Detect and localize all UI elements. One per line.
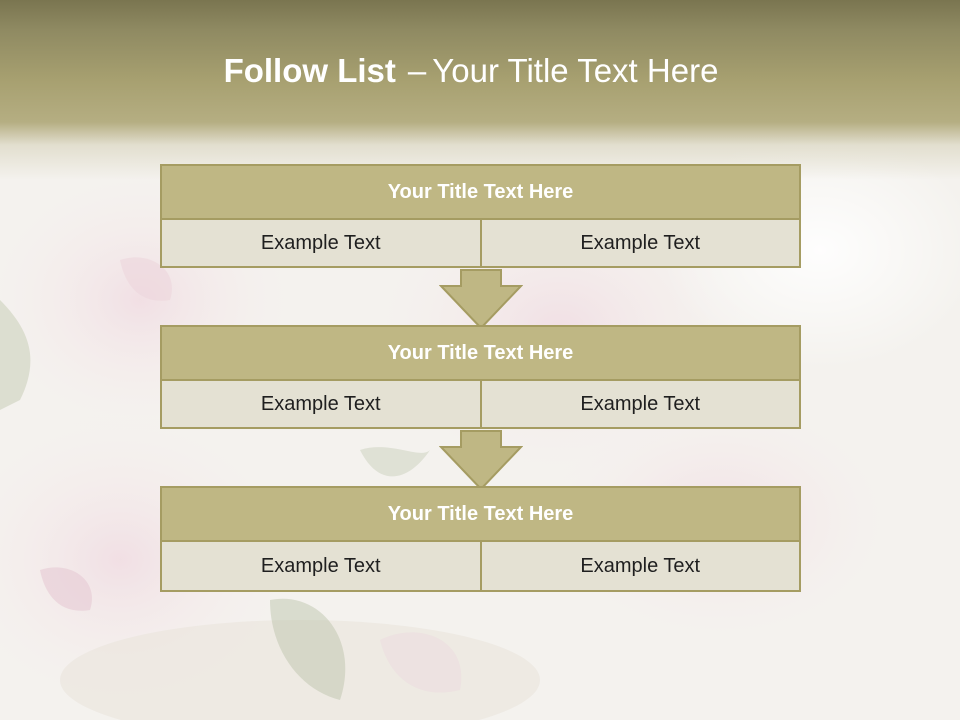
step-title: Your Title Text Here	[160, 325, 801, 381]
step-title: Your Title Text Here	[160, 486, 801, 542]
slide-title-dash: –	[407, 52, 427, 89]
header-band	[0, 0, 960, 180]
step-row: Example Text Example Text	[160, 218, 801, 268]
step-row: Example Text Example Text	[160, 540, 801, 592]
step-row: Example Text Example Text	[160, 379, 801, 429]
step-cell-left: Example Text	[160, 379, 482, 429]
step-cell-left: Example Text	[160, 540, 482, 592]
step-title: Your Title Text Here	[160, 164, 801, 220]
slide-title-bold: Follow List	[223, 52, 396, 89]
step-block-2: Your Title Text Here Example Text Exampl…	[160, 325, 801, 429]
step-cell-right: Example Text	[479, 540, 801, 592]
slide-title: Follow List–Your Title Text Here	[0, 52, 942, 90]
step-block-3: Your Title Text Here Example Text Exampl…	[160, 486, 801, 592]
step-cell-right: Example Text	[479, 218, 801, 268]
down-arrow-icon	[439, 430, 523, 491]
step-cell-right: Example Text	[479, 379, 801, 429]
slide-title-rest: Your Title Text Here	[432, 52, 719, 89]
down-arrow-icon	[439, 269, 523, 330]
step-cell-left: Example Text	[160, 218, 482, 268]
step-block-1: Your Title Text Here Example Text Exampl…	[160, 164, 801, 268]
